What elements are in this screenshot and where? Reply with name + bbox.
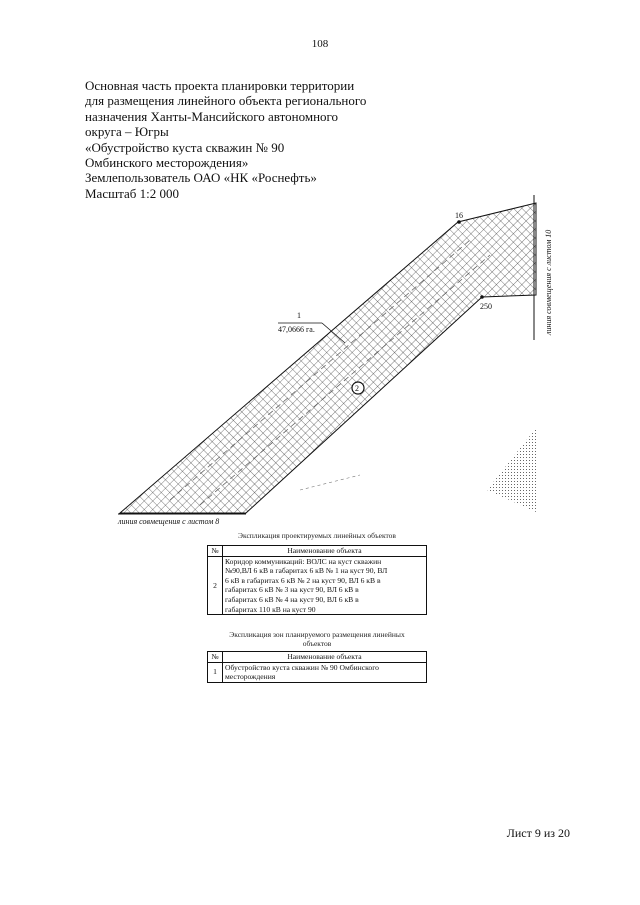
header-line: для размещения линейного объекта региона… xyxy=(85,93,367,109)
row-name: Обустройство куста скважин № 90 Омбинско… xyxy=(222,661,427,683)
table-row: 2 Коридор коммуникаций: ВОЛС на куст скв… xyxy=(207,555,427,616)
adjacent-area xyxy=(487,428,536,512)
header-line: округа – Югры xyxy=(85,124,169,140)
header-line: назначения Ханты-Мансийского автономного xyxy=(85,108,339,124)
table2-caption-line: Экспликация зон планируемого размещения … xyxy=(229,630,405,639)
sheet-footer: Лист 9 из 20 xyxy=(506,826,570,840)
row-name-line: Обустройство куста скважин № 90 Омбинско… xyxy=(225,662,379,672)
dashed-mark xyxy=(299,474,361,491)
link-label-sheet-10: линия совмещения с листом 10 xyxy=(544,230,553,336)
row-num: 2 xyxy=(207,555,223,616)
col-num-header: № xyxy=(207,545,223,557)
table-header-row: № Наименование объекта xyxy=(207,545,427,557)
zone-callout-leader xyxy=(321,322,346,344)
boundary-point-16 xyxy=(457,220,461,224)
linear-objects-table: № Наименование объекта 2 Коридор коммуни… xyxy=(207,545,427,616)
route-line xyxy=(199,254,491,506)
link-label-sheet-8: линия совмещения с листом 8 xyxy=(117,517,219,526)
row-name: Коридор коммуникаций: ВОЛС на куст скваж… xyxy=(222,555,427,616)
row-num: 1 xyxy=(207,661,223,683)
header-line: Масштаб 1:2 000 xyxy=(85,185,179,201)
row-name-line: 6 кВ в габаритах 6 кВ № 2 на куст 90, ВЛ… xyxy=(225,575,381,585)
table2-caption: Экспликация зон планируемого размещения … xyxy=(207,630,427,648)
zone-number-label: 1 xyxy=(297,311,301,320)
header-line: Омбинского месторождения» xyxy=(85,155,249,171)
col-name-header: Наименование объекта xyxy=(222,545,427,557)
table-header-row: № Наименование объекта xyxy=(207,651,427,663)
document-header: Основная часть проекта планировки террит… xyxy=(85,78,405,201)
header-line: Основная часть проекта планировки террит… xyxy=(85,78,355,93)
planned-zone-area xyxy=(118,202,537,514)
row-name-line: Коридор коммуникаций: ВОЛС на куст скваж… xyxy=(225,556,382,566)
point-label-16: 16 xyxy=(455,211,463,220)
object-marker-label: 2 xyxy=(355,384,359,393)
row-name-line: месторождения xyxy=(225,672,276,682)
table-row: 1 Обустройство куста скважин № 90 Омбинс… xyxy=(207,661,427,683)
point-label-250: 250 xyxy=(480,302,492,311)
row-name-line: габаритах 110 кВ на куст 90 xyxy=(225,604,316,614)
object-marker xyxy=(351,381,365,395)
header-line: «Обустройство куста скважин № 90 xyxy=(85,139,285,155)
boundary-point-250 xyxy=(480,295,484,299)
table2-caption-line: объектов xyxy=(302,639,332,648)
zones-table: № Наименование объекта 1 Обустройство ку… xyxy=(207,651,427,683)
row-name-line: №90,ВЛ 6 кВ в габаритах 6 кВ № 1 на куст… xyxy=(225,566,388,576)
row-name-line: габаритах 6 кВ № 4 на куст 90, ВЛ 6 кВ в xyxy=(225,594,359,604)
col-num-header: № xyxy=(207,651,223,663)
page-number: 108 xyxy=(311,38,329,50)
table1-caption: Экспликация проектируемых линейных объек… xyxy=(238,531,396,540)
route-line xyxy=(169,239,471,501)
header-line: Землепользователь ОАО «НК «Роснефть» xyxy=(85,170,317,186)
row-name-line: габаритах 6 кВ № 3 на куст 90, ВЛ 6 кВ в xyxy=(225,585,359,595)
col-name-header: Наименование объекта xyxy=(222,651,427,663)
zone-area-label: 47,0666 га. xyxy=(278,325,315,334)
